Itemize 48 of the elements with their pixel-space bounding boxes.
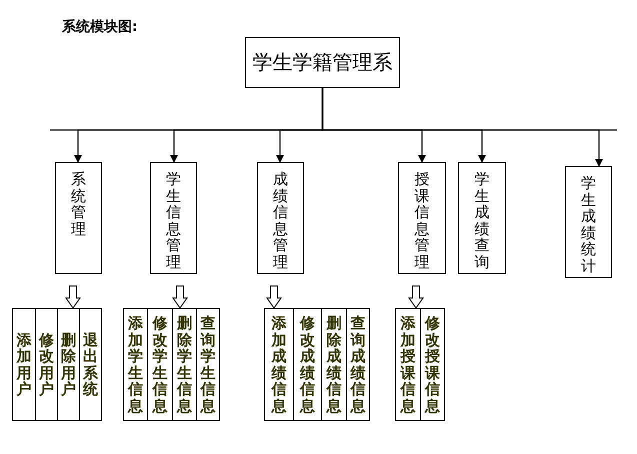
function-box (293, 308, 322, 421)
module-label: 修改成绩信息 (300, 315, 315, 414)
diagram-title: 系统模块图: (62, 18, 138, 36)
function-box (12, 308, 36, 421)
hollow-arrow (65, 286, 81, 309)
module-label: 系统管理 (71, 171, 86, 237)
module-box (398, 162, 446, 274)
module-label: 学生成绩统计 (581, 175, 596, 274)
module-label: 修改用户 (39, 332, 54, 398)
module-label: 添加学生信息 (128, 315, 143, 414)
module-label: 成绩信息管理 (273, 171, 288, 270)
function-box (172, 308, 197, 421)
function-box (123, 308, 148, 421)
function-box (264, 308, 294, 421)
function-box (420, 308, 445, 421)
module-label: 添加授课信息 (400, 315, 416, 414)
hollow-arrow (408, 286, 424, 309)
module-label: 删除成绩信息 (326, 315, 342, 414)
module-box (150, 162, 197, 274)
module-label: 查询成绩信息 (350, 315, 366, 414)
module-label: 学生信息管理 (166, 171, 181, 270)
function-box (147, 308, 173, 421)
module-box (565, 166, 612, 278)
module-box (257, 162, 304, 274)
system-title: 学生学籍管理系 (252, 49, 392, 76)
module-label: 授课信息管理 (414, 171, 430, 270)
system-box (245, 37, 400, 88)
function-box (35, 308, 58, 421)
module-box (458, 162, 506, 274)
function-box (321, 308, 347, 421)
module-label: 删除用户 (61, 332, 76, 398)
module-label: 修改授课信息 (425, 315, 440, 414)
module-label: 学生成绩查询 (474, 171, 490, 270)
module-label: 添加用户 (16, 332, 32, 398)
hollow-arrow (172, 286, 188, 309)
module-label: 查询学生信息 (200, 315, 216, 414)
module-label: 退出系统 (83, 332, 98, 398)
module-box (55, 162, 102, 274)
function-box (346, 308, 370, 421)
function-box (395, 308, 421, 421)
hollow-arrow (266, 286, 282, 309)
module-label: 修改学生信息 (152, 315, 168, 414)
module-label: 删除学生信息 (177, 315, 192, 414)
function-box (196, 308, 220, 421)
function-box (79, 308, 102, 421)
function-box (57, 308, 80, 421)
module-label: 添加成绩信息 (272, 315, 286, 414)
arrow (322, 88, 603, 167)
